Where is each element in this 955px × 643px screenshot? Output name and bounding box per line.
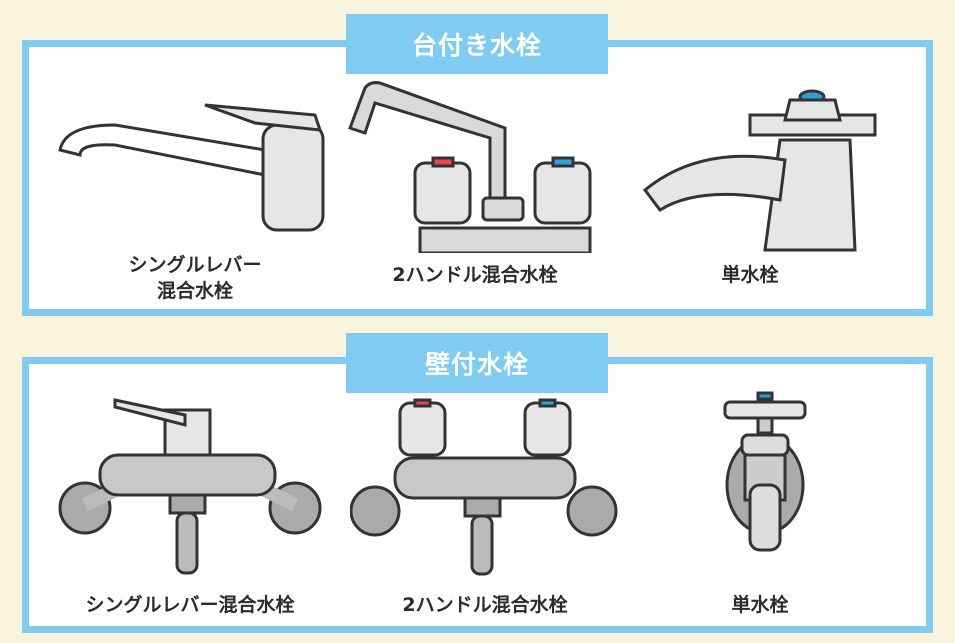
item-label: 2ハンドル混合水栓 xyxy=(402,594,568,616)
section-title-wall-mounted: 壁付水栓 xyxy=(346,333,608,393)
item-label: 2ハンドル混合水栓 xyxy=(392,264,558,286)
item-label: 単水栓 xyxy=(721,264,779,286)
wall-two-handle-faucet-illustration xyxy=(350,398,618,576)
deck-two-handle-faucet-illustration xyxy=(348,81,592,253)
item-label: シングルレバー混合水栓 xyxy=(85,594,295,616)
item-label: 単水栓 xyxy=(731,594,789,616)
item-label: 混合水栓 xyxy=(156,280,233,302)
deck-single-faucet-illustration xyxy=(642,89,877,252)
deck-single-lever-faucet-illustration xyxy=(58,103,325,232)
wall-single-lever-faucet-illustration xyxy=(58,398,322,575)
item-label: シングルレバー xyxy=(128,254,262,276)
section-title-deck-mounted: 台付き水栓 xyxy=(346,14,608,74)
wall-single-faucet-illustration xyxy=(723,391,807,552)
